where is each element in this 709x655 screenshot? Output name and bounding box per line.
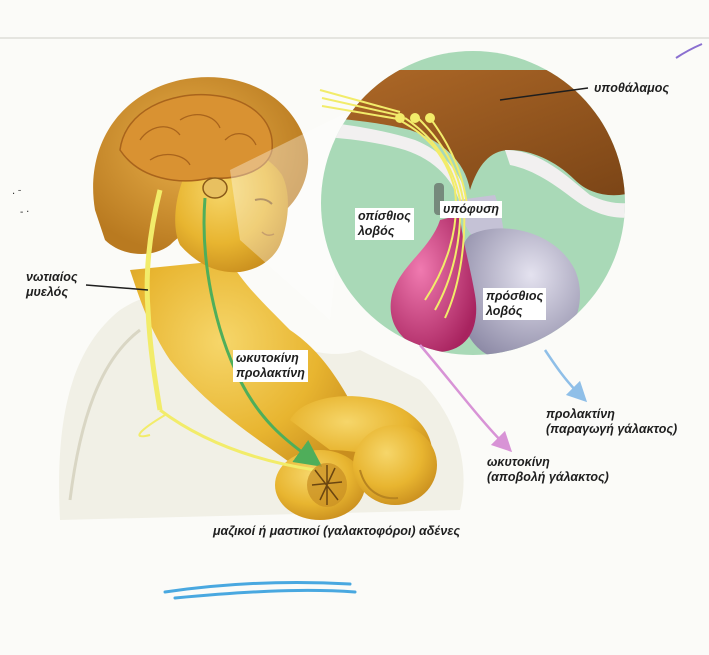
pen-scribble bbox=[165, 582, 355, 598]
neuron-body bbox=[410, 113, 420, 123]
label-oxytocin-effect: ωκυτοκίνη (αποβολή γάλακτος) bbox=[487, 455, 609, 485]
dust-mark: ‧ ˉ bbox=[12, 189, 21, 200]
mammary-glands bbox=[307, 463, 347, 507]
neuron-body bbox=[425, 113, 435, 123]
label-pituitary: υπόφυση bbox=[440, 201, 502, 218]
label-posterior-lobe: οπίσθιος λοβός bbox=[355, 208, 414, 240]
pen-mark bbox=[676, 44, 702, 58]
label-anterior-lobe: πρόσθιος λοβός bbox=[483, 288, 546, 320]
dust-mark: - ‧ bbox=[20, 207, 29, 218]
brain-highlight bbox=[203, 178, 227, 198]
prolactin-arrow bbox=[545, 350, 580, 395]
label-spinal-cord: νωτιαίος μυελός bbox=[26, 270, 77, 300]
label-hormones-pathway: ωκυτοκίνη προλακτίνη bbox=[233, 350, 308, 382]
label-prolactin-effect: προλακτίνη (παραγωγή γάλακτος) bbox=[546, 407, 677, 437]
label-mammary-glands: μαζικοί ή μαστικοί (γαλακτοφόροι) αδένες bbox=[213, 524, 460, 539]
label-hypothalamus: υποθάλαμος bbox=[594, 81, 669, 96]
baby-head bbox=[353, 425, 437, 505]
